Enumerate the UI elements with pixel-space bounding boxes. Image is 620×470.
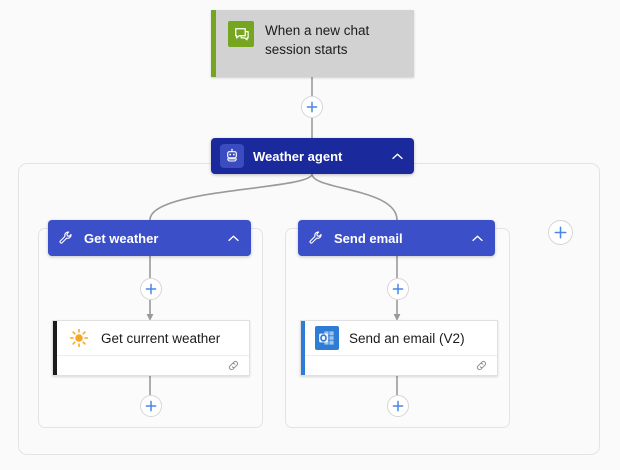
wrench-icon — [58, 230, 74, 246]
agent-node-weather-agent[interactable]: Weather agent — [211, 138, 414, 174]
action-footer — [57, 356, 249, 375]
tool-node-get-weather[interactable]: Get weather — [48, 220, 251, 256]
plus-icon — [392, 283, 404, 295]
add-step-end-get-weather-button[interactable] — [140, 395, 162, 417]
action-inner: Get current weather — [57, 321, 249, 375]
add-step-in-get-weather-button[interactable] — [140, 278, 162, 300]
plus-icon — [554, 226, 567, 239]
action-header: Get current weather — [57, 321, 249, 356]
trigger-label: When a new chat session starts — [265, 23, 370, 57]
add-step-in-send-email-button[interactable] — [387, 278, 409, 300]
plus-icon — [145, 283, 157, 295]
trigger-node[interactable]: When a new chat session starts — [211, 10, 414, 77]
plus-icon — [145, 400, 157, 412]
chevron-up-icon[interactable] — [469, 230, 485, 246]
action-accent-bar — [53, 321, 57, 375]
wrench-icon — [308, 230, 324, 246]
add-step-after-trigger-button[interactable] — [301, 96, 323, 118]
chevron-up-icon[interactable] — [225, 230, 241, 246]
add-tool-to-agent-button[interactable] — [548, 220, 573, 245]
trigger-accent-bar — [211, 10, 216, 77]
plus-icon — [392, 400, 404, 412]
action-inner: Send an email (V2) — [305, 321, 497, 375]
tool-label: Get weather — [84, 230, 159, 246]
bot-icon — [220, 144, 244, 168]
chevron-up-icon[interactable] — [389, 148, 405, 164]
action-accent-bar — [301, 321, 305, 375]
outlook-icon — [315, 326, 339, 350]
sun-icon — [67, 326, 91, 350]
action-header: Send an email (V2) — [305, 321, 497, 356]
action-label: Get current weather — [101, 330, 221, 346]
tool-node-send-email[interactable]: Send email — [298, 220, 495, 256]
action-footer — [305, 356, 497, 375]
link-icon[interactable] — [227, 359, 240, 372]
action-node-send-an-email[interactable]: Send an email (V2) — [300, 320, 498, 376]
tool-label: Send email — [334, 230, 403, 246]
trigger-body: When a new chat session starts — [216, 10, 405, 59]
chat-bubble-icon — [228, 21, 254, 47]
link-icon[interactable] — [475, 359, 488, 372]
plus-icon — [306, 101, 318, 113]
action-label: Send an email (V2) — [349, 330, 465, 346]
agent-label: Weather agent — [253, 148, 343, 164]
action-node-get-current-weather[interactable]: Get current weather — [52, 320, 250, 376]
add-step-end-send-email-button[interactable] — [387, 395, 409, 417]
